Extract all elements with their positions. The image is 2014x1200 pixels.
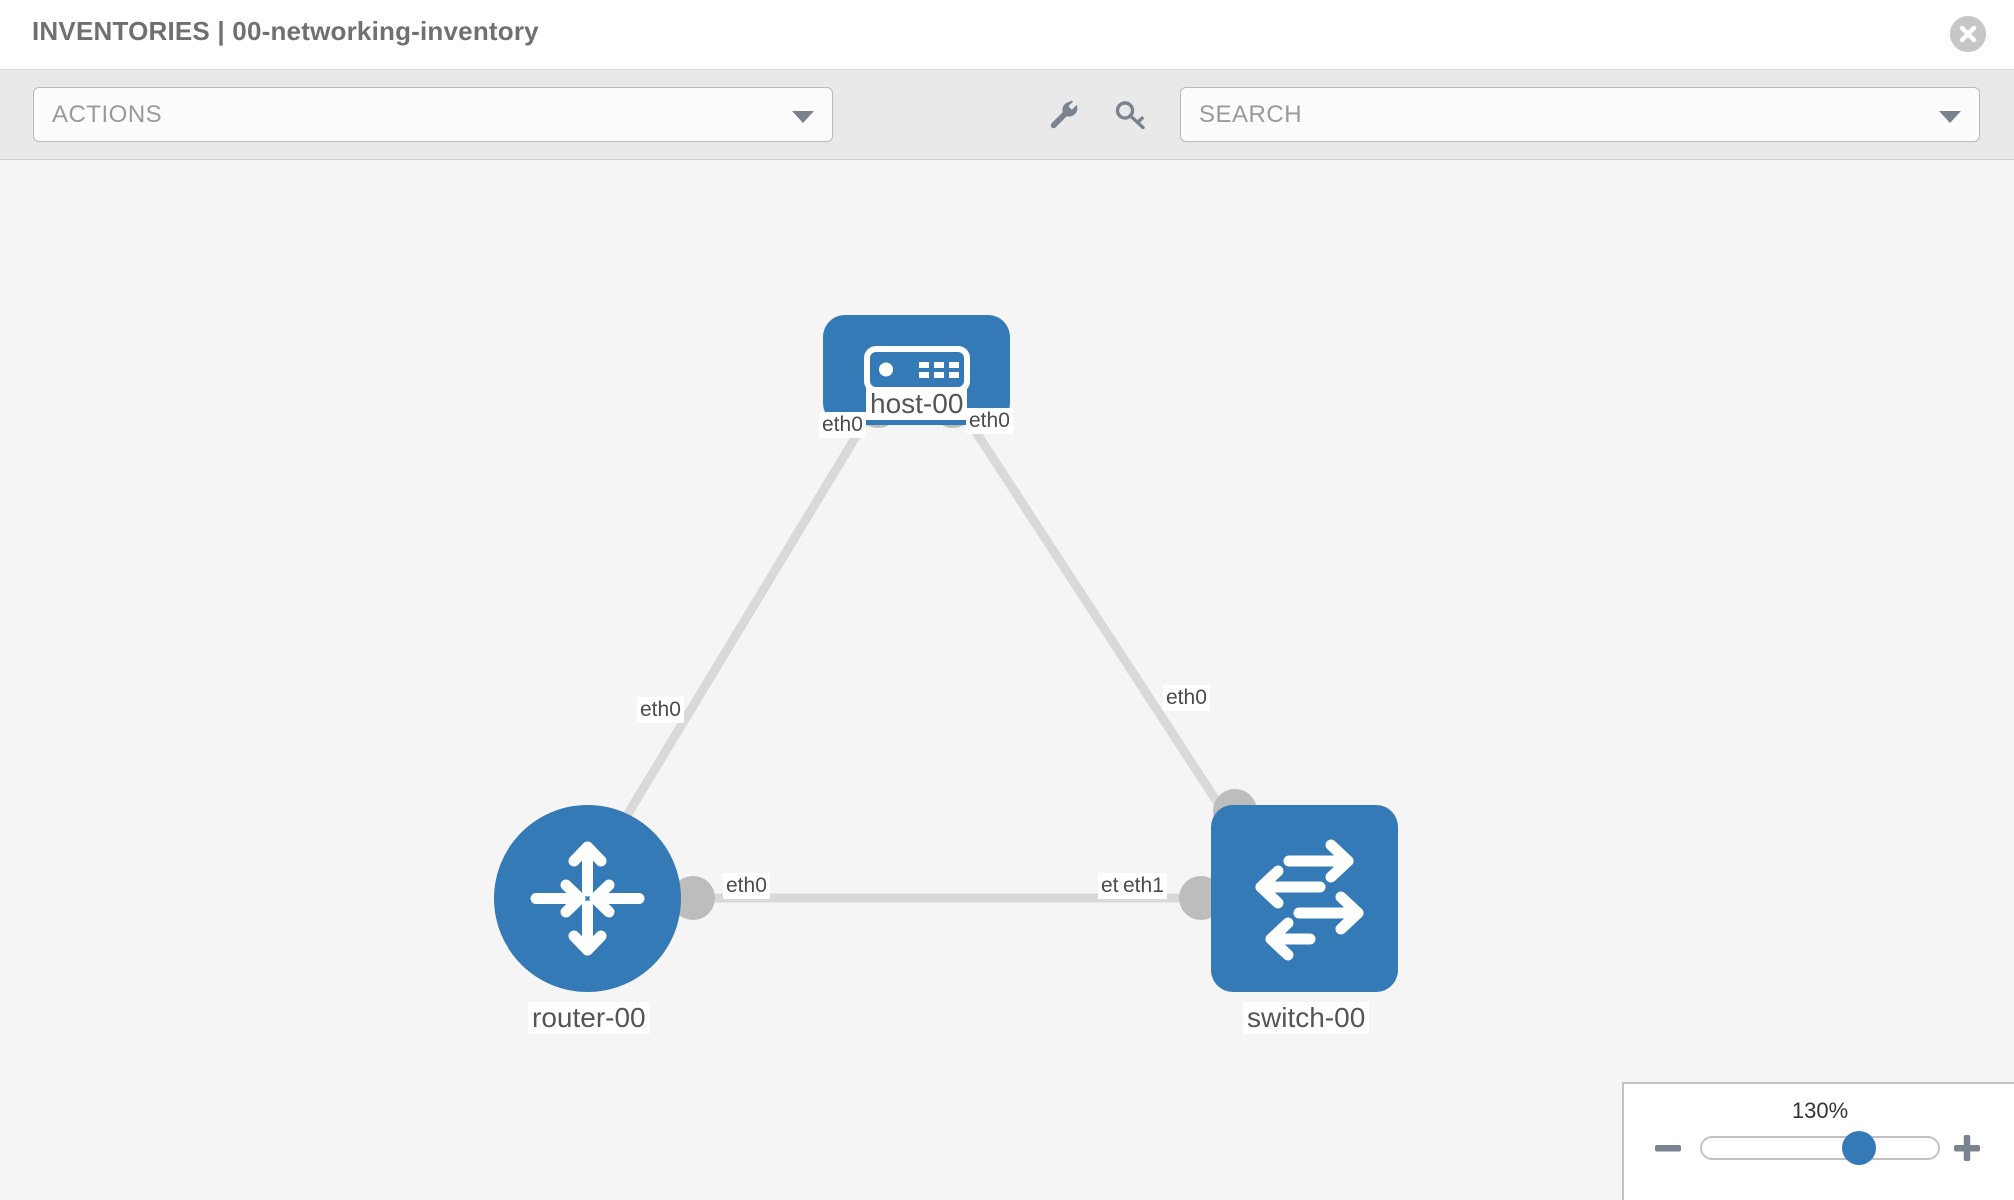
search-input[interactable]: SEARCH xyxy=(1180,87,1980,142)
edge-label-switch-upper: eth0 xyxy=(1163,685,1210,712)
zoom-control-panel: 130% xyxy=(1622,1082,2014,1200)
zoom-out-button[interactable] xyxy=(1652,1132,1684,1164)
key-icon[interactable] xyxy=(1114,98,1148,132)
node-switch-00[interactable] xyxy=(1211,805,1398,992)
edge-label-router-right: eth0 xyxy=(723,873,770,900)
page-header: INVENTORIES | 00-networking-inventory xyxy=(0,0,2014,70)
switch-icon xyxy=(1255,839,1364,961)
router-icon xyxy=(530,841,645,956)
actions-dropdown-label: ACTIONS xyxy=(52,101,163,128)
minus-icon xyxy=(1655,1145,1681,1152)
node-router-00[interactable] xyxy=(494,805,681,992)
edge-host-switch xyxy=(951,397,1259,863)
zoom-slider-thumb[interactable] xyxy=(1842,1131,1876,1165)
connector-router-right xyxy=(671,876,715,920)
node-label-switch-00: switch-00 xyxy=(1243,1002,1370,1034)
node-label-router-00: router-00 xyxy=(528,1002,650,1034)
plus-icon xyxy=(1954,1135,1980,1161)
edge-label-host-right: eth0 xyxy=(966,408,1013,435)
close-icon[interactable] xyxy=(1950,16,1986,52)
wrench-icon[interactable] xyxy=(1046,98,1080,132)
zoom-slider-track[interactable] xyxy=(1700,1136,1940,1160)
search-placeholder: SEARCH xyxy=(1199,101,1303,128)
zoom-in-button[interactable] xyxy=(1951,1132,1983,1164)
chevron-down-icon[interactable] xyxy=(1939,111,1961,123)
edge-host-router xyxy=(596,397,882,863)
node-label-host-00: host-00 xyxy=(866,388,968,420)
edge-label-router-upper: eth0 xyxy=(637,697,684,724)
toolbar: ACTIONS SEARCH xyxy=(0,70,2014,160)
chevron-down-icon xyxy=(792,111,814,123)
edge-label-switch-left: eth1 xyxy=(1120,873,1167,900)
zoom-level-label: 130% xyxy=(1791,1098,1849,1123)
edge-label-host-left: eth0 xyxy=(819,412,866,439)
topology-canvas[interactable]: eth0 eth0 host-00 eth0 eth0 eth0 eth eth… xyxy=(0,160,2014,1200)
actions-dropdown[interactable]: ACTIONS xyxy=(33,87,833,142)
page-title: INVENTORIES | 00-networking-inventory xyxy=(32,16,539,46)
